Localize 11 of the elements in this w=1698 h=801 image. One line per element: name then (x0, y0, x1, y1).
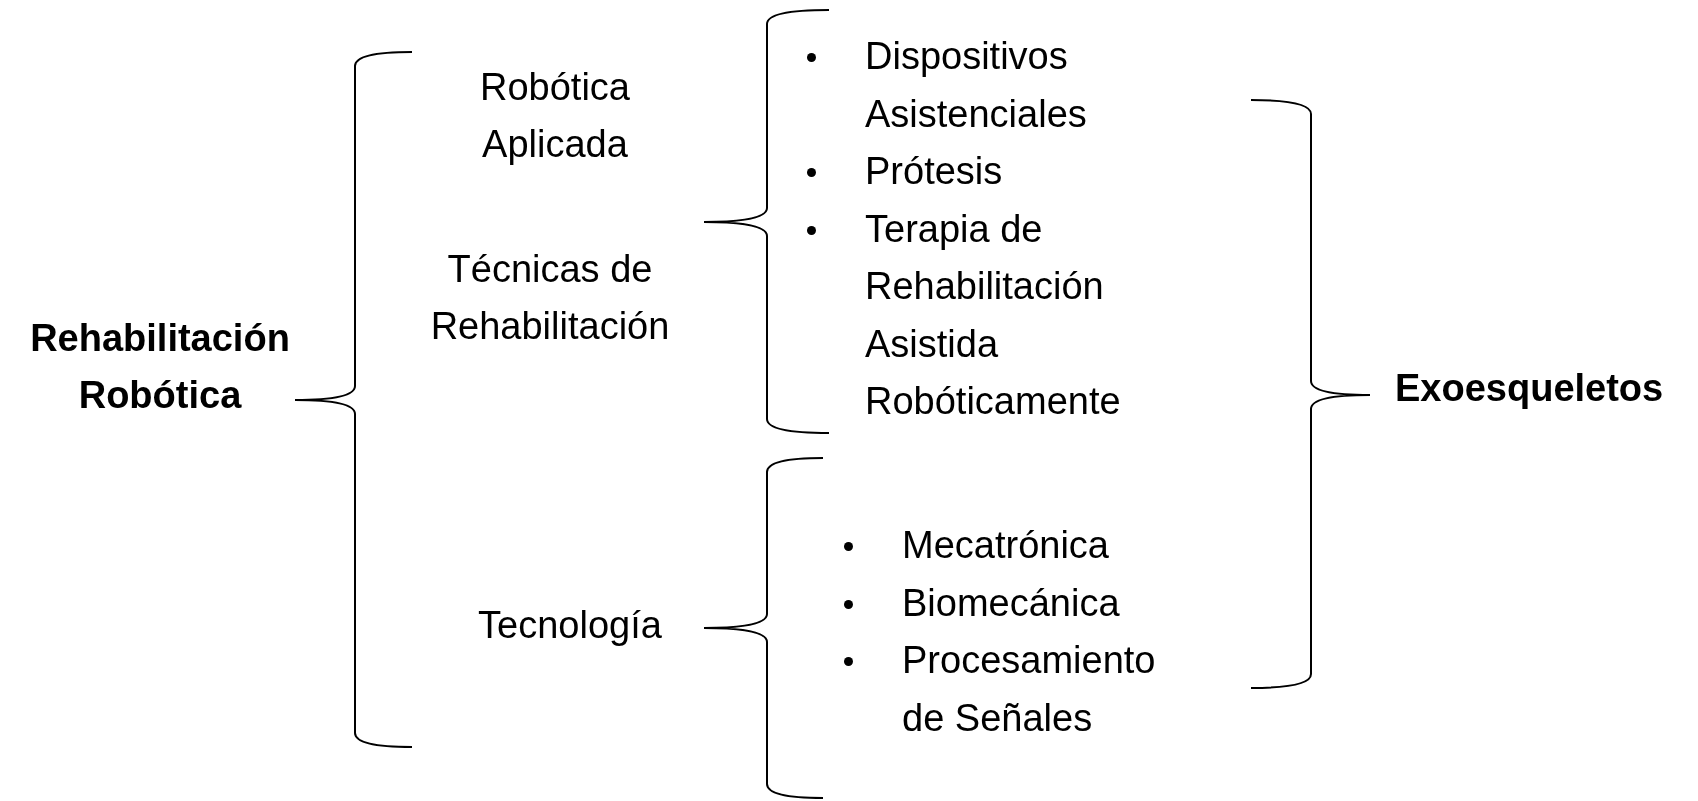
list-item: Biomecánica (902, 581, 1120, 624)
topic-label: Rehabilitación Robótica (29, 316, 291, 418)
category-label: Robótica Aplicada (479, 65, 631, 167)
list-item: Dispositivos Asistenciales (865, 35, 1087, 135)
list-item: Procesamiento de Señales (902, 639, 1156, 739)
list-item: Mecatrónica (902, 524, 1109, 566)
topic-label: Exoesqueletos (1395, 366, 1665, 411)
list-item: Terapia de Rehabilitación Asistida Robóticamente (865, 207, 1121, 422)
list-item: Prótesis (865, 150, 1003, 192)
category-label: Técnicas de Rehabilitación (429, 247, 671, 349)
category-label: Tecnología (477, 603, 663, 648)
